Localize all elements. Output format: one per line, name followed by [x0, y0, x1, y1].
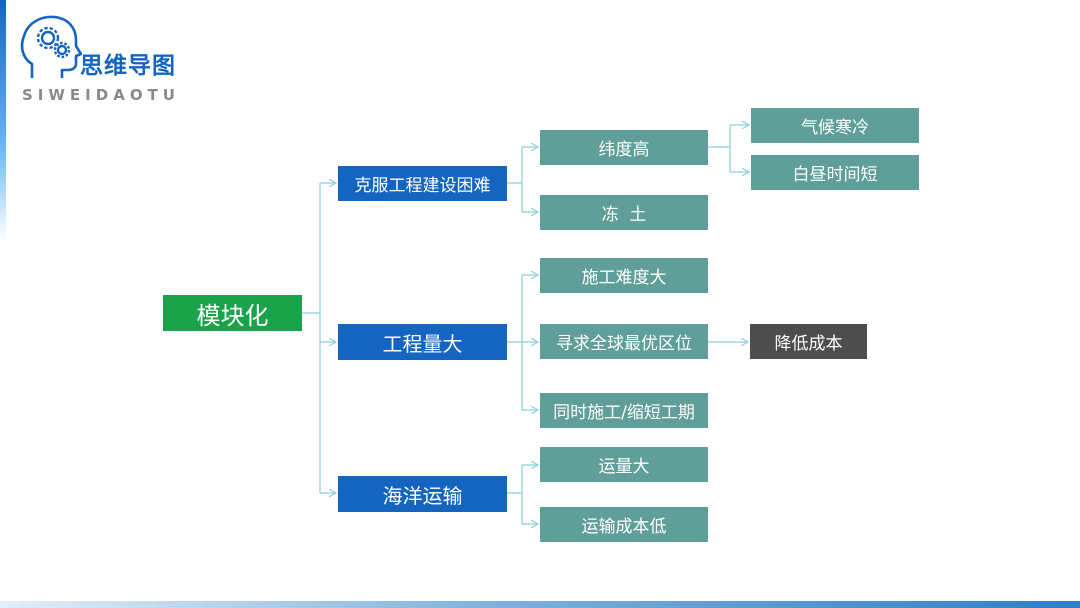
branch-label: 克服工程建设困难 [354, 176, 491, 196]
sub-node-parallel: 同时施工/缩短工期 [540, 393, 708, 428]
sub-node-volume: 运量大 [540, 447, 708, 482]
branch-label: 工程量大 [382, 331, 463, 356]
sub-label: 运量大 [598, 457, 650, 477]
root-node: 模块化 [163, 295, 302, 331]
bottom-accent-bar [0, 601, 1080, 608]
leaf-node-short-day: 白昼时间短 [751, 155, 919, 190]
branch-node-shipping: 海洋运输 [338, 476, 507, 512]
leaf-label: 降低成本 [774, 334, 843, 354]
sub-label: 施工难度大 [581, 268, 667, 288]
left-accent-bar [0, 0, 6, 240]
branch-label: 海洋运输 [382, 483, 463, 508]
sub-node-low-cost: 运输成本低 [540, 507, 708, 542]
sub-node-latitude: 纬度高 [540, 130, 708, 165]
sub-node-frozen-soil: 冻 土 [540, 195, 708, 230]
sub-label: 同时施工/缩短工期 [553, 403, 695, 423]
logo-title: 思维导图 [80, 53, 176, 79]
sub-label: 冻 土 [601, 205, 647, 225]
sub-label: 寻求全球最优区位 [556, 334, 692, 354]
head-gears-icon [20, 15, 82, 78]
logo: 思维导图 SIWEIDAOTU [18, 12, 218, 112]
leaf-node-reduce-cost: 降低成本 [750, 324, 867, 359]
root-label: 模块化 [196, 301, 269, 330]
sub-node-difficulty: 施工难度大 [540, 258, 708, 293]
leaf-node-cold: 气候寒冷 [751, 108, 919, 143]
branch-node-construction: 克服工程建设困难 [338, 166, 507, 201]
sub-node-location: 寻求全球最优区位 [540, 324, 708, 359]
logo-subtitle: SIWEIDAOTU [22, 86, 180, 104]
leaf-label: 白昼时间短 [792, 165, 878, 185]
sub-label: 纬度高 [598, 140, 650, 160]
leaf-label: 气候寒冷 [801, 118, 869, 138]
sub-label: 运输成本低 [581, 517, 667, 537]
branch-node-workload: 工程量大 [338, 324, 507, 360]
